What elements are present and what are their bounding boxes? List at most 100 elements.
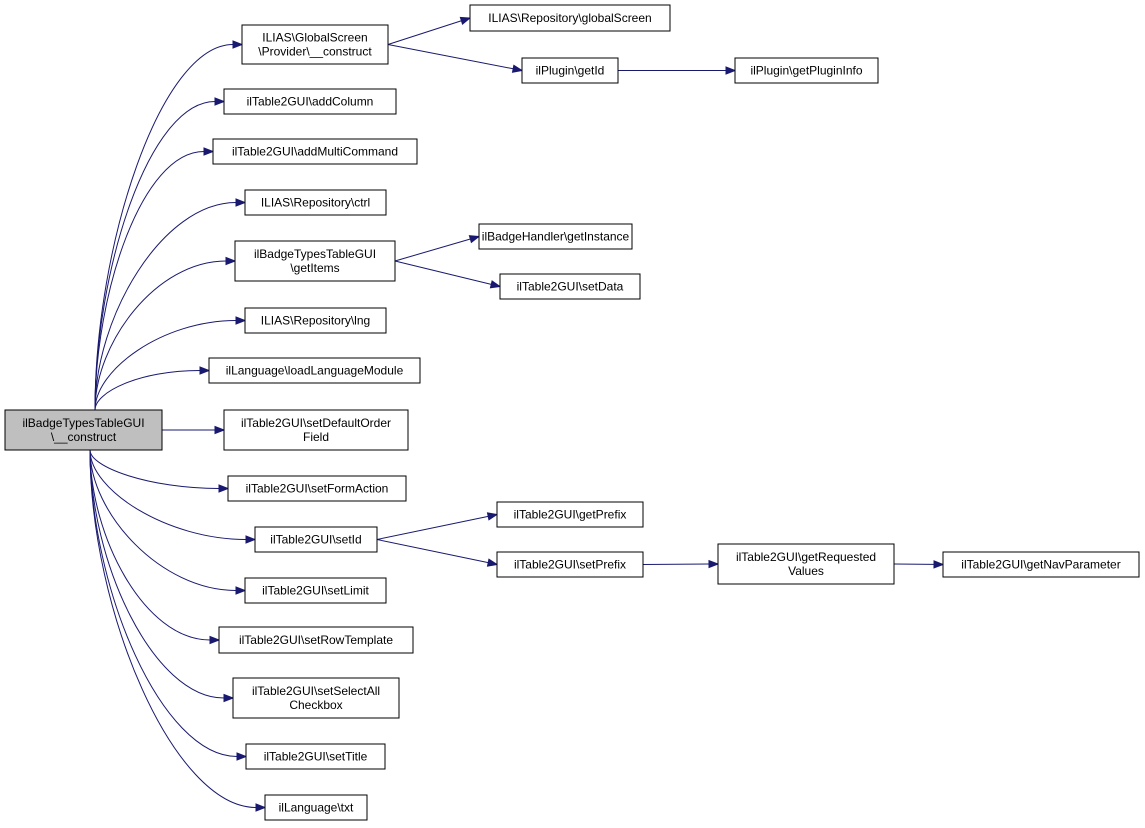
node-box xyxy=(478,223,633,250)
edge-line xyxy=(376,515,489,540)
node-setlimit[interactable]: ilTable2GUI\setLimit xyxy=(244,577,387,604)
edge-getrequestedvalues-to-getnavparameter xyxy=(893,560,945,569)
node-setformaction[interactable]: ilTable2GUI\setFormAction xyxy=(227,475,407,502)
node-gs-construct[interactable]: ILIAS\GlobalScreen\Provider\__construct xyxy=(241,24,389,65)
node-getprefix[interactable]: ilTable2GUI\getPrefix xyxy=(496,501,644,528)
edge-root-to-setformaction xyxy=(89,449,230,493)
edge-line xyxy=(94,202,237,411)
edge-root-to-loadlanguagemodule xyxy=(94,366,211,411)
edge-line xyxy=(89,449,247,540)
node-box xyxy=(254,526,378,553)
node-box xyxy=(241,24,389,65)
node-loadlanguagemodule[interactable]: ilLanguage\loadLanguageModule xyxy=(208,357,421,384)
node-label: Field xyxy=(303,430,329,444)
node-box xyxy=(223,88,397,115)
node-addmulticommand[interactable]: ilTable2GUI\addMultiCommand xyxy=(212,138,418,165)
node-setdata[interactable]: ilTable2GUI\setData xyxy=(499,273,641,300)
node-badgehandler-getinstance[interactable]: ilBadgeHandler\getInstance xyxy=(478,223,633,250)
edge-line xyxy=(94,44,234,411)
node-label: ilTable2GUI\setLimit xyxy=(262,584,369,598)
arrow-head-icon xyxy=(486,558,499,567)
node-repo-globalscreen[interactable]: ILIAS\Repository\globalScreen xyxy=(469,4,671,32)
node-label: ilTable2GUI\setSelectAll xyxy=(252,684,380,698)
node-getitems[interactable]: ilBadgeTypesTableGUI\getItems xyxy=(234,240,396,282)
node-label: ilTable2GUI\getPrefix xyxy=(514,508,627,522)
node-label: ilTable2GUI\getNavParameter xyxy=(961,558,1120,572)
edge-plugin-getid-to-plugin-getplugininfo xyxy=(618,66,737,75)
node-setrowtemplate[interactable]: ilTable2GUI\setRowTemplate xyxy=(218,626,414,654)
arrow-head-icon xyxy=(708,559,720,569)
node-box xyxy=(218,626,414,654)
arrow-head-icon xyxy=(933,560,945,569)
node-box xyxy=(234,240,396,282)
edge-setprefix-to-getrequestedvalues xyxy=(642,559,720,569)
arrow-head-icon xyxy=(223,693,235,703)
arrow-head-icon xyxy=(232,40,244,49)
node-getnavparameter[interactable]: ilTable2GUI\getNavParameter xyxy=(942,551,1140,578)
edge-line xyxy=(89,449,237,591)
edge-line xyxy=(89,449,238,757)
node-setprefix[interactable]: ilTable2GUI\setPrefix xyxy=(496,551,644,578)
arrow-head-icon xyxy=(199,366,211,375)
node-label: ilTable2GUI\setFormAction xyxy=(246,482,389,496)
arrow-head-icon xyxy=(214,97,226,106)
node-label: ilTable2GUI\addMultiCommand xyxy=(232,145,398,159)
node-repo-ctrl[interactable]: ILIAS\Repository\ctrl xyxy=(244,189,387,216)
arrow-head-icon xyxy=(235,316,247,325)
node-root[interactable]: ilBadgeTypesTableGUI\__construct xyxy=(4,409,163,451)
node-label: ilTable2GUI\setData xyxy=(517,280,624,294)
node-label: ilTable2GUI\setRowTemplate xyxy=(239,633,393,647)
node-label: ilLanguage\txt xyxy=(279,801,354,815)
node-box xyxy=(244,307,387,334)
node-label: ilTable2GUI\addColumn xyxy=(247,95,374,109)
arrow-head-icon xyxy=(225,256,237,266)
arrow-head-icon xyxy=(203,147,215,156)
node-repo-lng[interactable]: ILIAS\Repository\lng xyxy=(244,307,387,334)
arrow-head-icon xyxy=(236,752,248,761)
node-label: ilTable2GUI\getRequested xyxy=(736,550,876,564)
edge-line xyxy=(394,238,471,262)
node-plugin-getid[interactable]: ilPlugin\getId xyxy=(521,57,619,84)
node-box xyxy=(232,677,400,719)
edge-line xyxy=(94,320,237,411)
arrow-head-icon xyxy=(235,586,247,595)
node-plugin-getplugininfo[interactable]: ilPlugin\getPluginInfo xyxy=(734,57,879,84)
arrow-head-icon xyxy=(218,484,230,493)
edge-line xyxy=(94,151,205,411)
edge-root-to-settitle xyxy=(89,449,248,761)
node-addcolumn[interactable]: ilTable2GUI\addColumn xyxy=(223,88,397,115)
arrow-head-icon xyxy=(209,635,221,645)
node-label: ilTable2GUI\setPrefix xyxy=(514,558,626,572)
node-box xyxy=(496,551,644,578)
arrow-head-icon xyxy=(459,16,472,25)
edge-line xyxy=(394,260,492,285)
edge-root-to-repo-ctrl xyxy=(94,198,247,411)
node-label: ilLanguage\loadLanguageModule xyxy=(226,364,404,378)
edge-gs-construct-to-plugin-getid xyxy=(387,44,524,73)
edge-gs-construct-to-repo-globalscreen xyxy=(387,16,472,45)
node-label: Values xyxy=(788,564,824,578)
edge-line xyxy=(89,449,220,489)
node-box xyxy=(244,577,387,604)
node-setid[interactable]: ilTable2GUI\setId xyxy=(254,526,378,553)
node-label: ilTable2GUI\setId xyxy=(270,533,361,547)
edge-root-to-addmulticommand xyxy=(94,147,215,411)
node-box xyxy=(717,543,895,585)
node-box xyxy=(469,4,671,32)
node-label: ilBadgeHandler\getInstance xyxy=(482,230,630,244)
node-box xyxy=(499,273,641,300)
edge-setid-to-getprefix xyxy=(376,512,499,540)
node-box xyxy=(227,475,407,502)
node-label: \__construct xyxy=(51,430,117,444)
edge-line xyxy=(387,44,514,70)
node-label: ilBadgeTypesTableGUI xyxy=(254,247,376,261)
edge-root-to-setrowtemplate xyxy=(89,449,221,645)
arrow-head-icon xyxy=(511,64,524,73)
edge-root-to-setselectallcheckbox xyxy=(89,449,235,703)
node-settitle[interactable]: ilTable2GUI\setTitle xyxy=(245,743,386,770)
node-language-txt[interactable]: ilLanguage\txt xyxy=(264,794,368,821)
